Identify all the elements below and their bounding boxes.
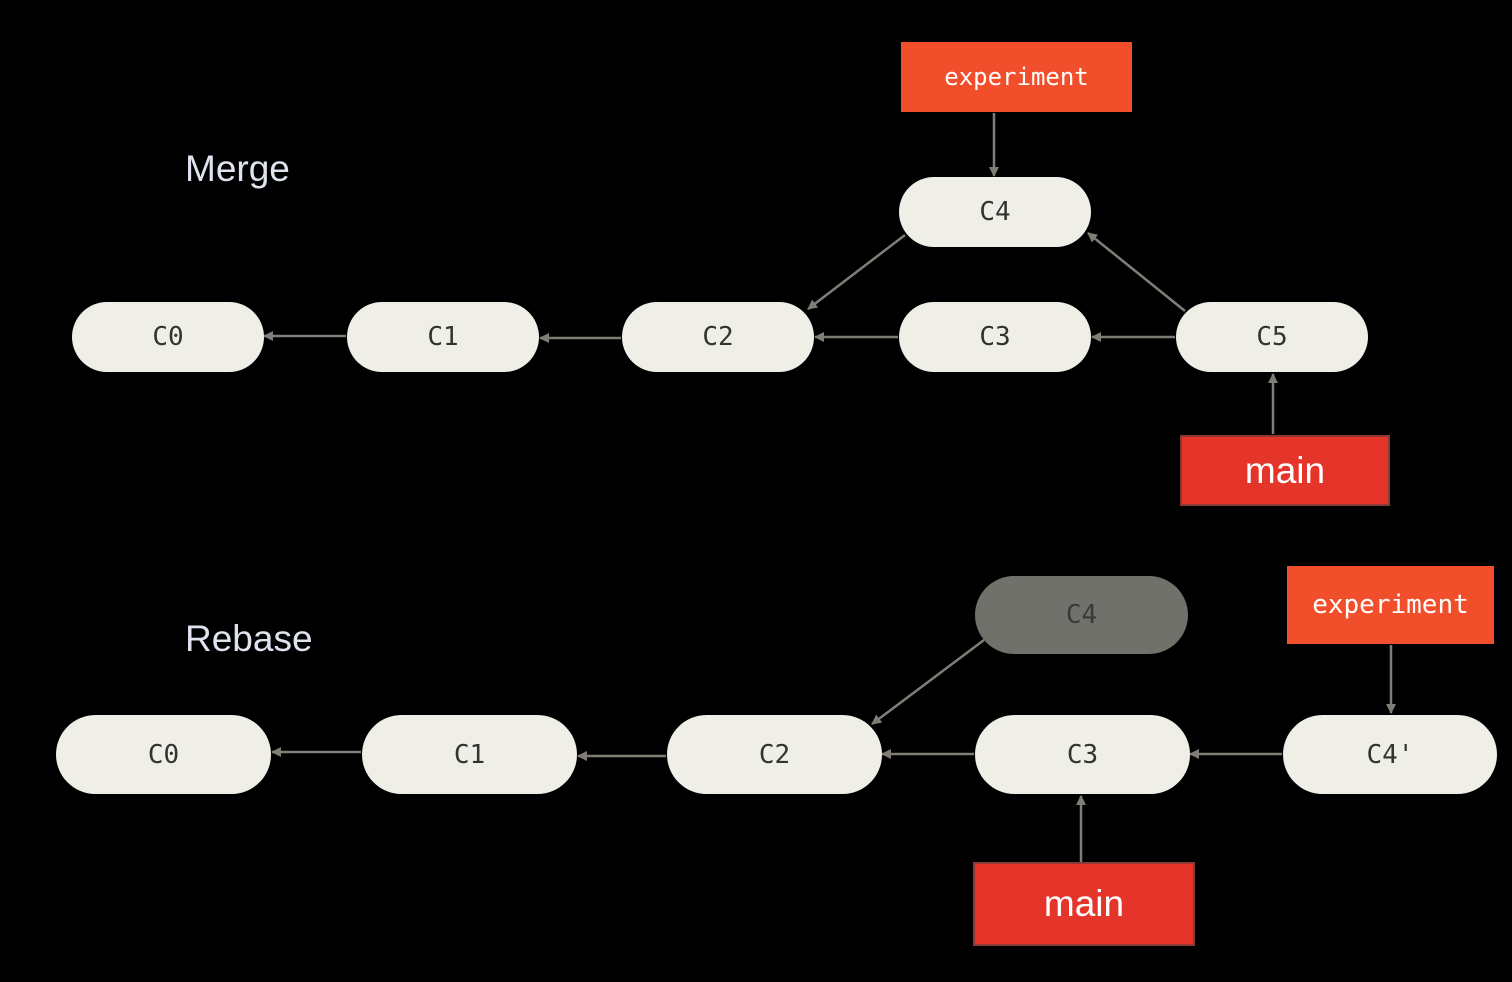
edge-merge-c5-c4: [1087, 232, 1186, 312]
rebase-commit-c4-original: C4: [975, 576, 1188, 654]
rebase-commit-c1: C1: [362, 715, 577, 794]
merge-commit-c0: C0: [72, 302, 264, 372]
rebase-commit-c0: C0: [56, 715, 271, 794]
rebase-branch-experiment: experiment: [1287, 566, 1494, 644]
merge-title: Merge: [185, 148, 290, 189]
merge-commit-c1: C1: [347, 302, 539, 372]
edge-rebase-c4orig-c2: [871, 639, 985, 725]
rebase-title: Rebase: [185, 618, 313, 659]
merge-branch-experiment: experiment: [901, 42, 1132, 112]
merge-commit-c3: C3: [899, 302, 1091, 372]
edge-merge-c4-c2: [807, 234, 906, 310]
merge-commit-c5: C5: [1176, 302, 1368, 372]
rebase-commit-c2: C2: [667, 715, 882, 794]
merge-commit-c4: C4: [899, 177, 1091, 247]
rebase-commit-c4-prime: C4': [1283, 715, 1497, 794]
rebase-commit-c3: C3: [975, 715, 1190, 794]
merge-branch-main: main: [1180, 435, 1390, 506]
rebase-branch-main: main: [973, 862, 1195, 946]
merge-commit-c2: C2: [622, 302, 814, 372]
